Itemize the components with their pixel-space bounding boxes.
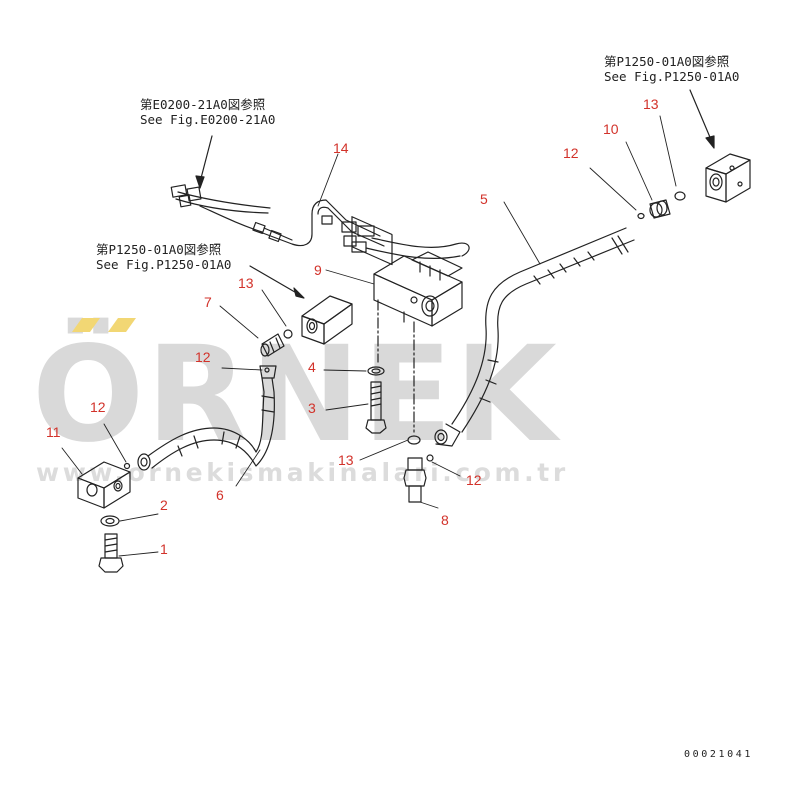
flange-block-right — [705, 153, 751, 203]
watermark-website: www.ornekismakinalari.com.tr — [36, 458, 569, 487]
adapter-7 — [260, 333, 285, 357]
callout-12-center: 12 — [195, 349, 211, 365]
hose-6 — [137, 365, 277, 471]
o-ring-12-left — [123, 462, 131, 470]
callout-10: 10 — [603, 121, 619, 137]
o-ring-12-right — [637, 212, 645, 220]
callout-12-right: 12 — [563, 145, 579, 161]
o-ring-12-small — [264, 367, 270, 373]
callout-4: 4 — [308, 359, 316, 375]
washer-2 — [100, 515, 120, 527]
reference-note-en: See Fig.E0200-21A0 — [140, 112, 276, 127]
reference-note-p1250-right: 第P1250-01A0図参照 See Fig.P1250-01A0 — [604, 54, 739, 84]
reference-note-e0200: 第E0200-21A0図参照 See Fig.E0200-21A0 — [140, 97, 275, 127]
callout-1: 1 — [160, 541, 168, 557]
flange-block-center — [301, 295, 353, 345]
callout-13-bottom: 13 — [338, 452, 354, 468]
callout-2: 2 — [160, 497, 168, 513]
drawing-number: 00021041 — [684, 749, 753, 760]
wiring-harness — [170, 184, 470, 260]
callout-11: 11 — [46, 424, 61, 440]
o-ring-12 — [426, 454, 434, 462]
fitting-8 — [403, 457, 427, 503]
callout-9: 9 — [314, 262, 322, 278]
callout-7: 7 — [204, 294, 212, 310]
reference-note-p1250-center: 第P1250-01A0図参照 See Fig.P1250-01A0 — [96, 242, 231, 272]
callout-12-bottom: 12 — [466, 472, 482, 488]
reference-note-en: See Fig.P1250-01A0 — [96, 257, 232, 272]
bolt-1 — [98, 533, 124, 573]
o-ring-13-center — [283, 329, 293, 339]
reference-note-en: See Fig.P1250-01A0 — [604, 69, 740, 84]
bolt-3 — [365, 381, 387, 434]
callout-13-center: 13 — [238, 275, 254, 291]
callout-14: 14 — [333, 140, 349, 156]
solenoid-valve — [351, 216, 463, 327]
callout-8: 8 — [441, 512, 449, 528]
reference-note-jp: 第P1250-01A0図参照 — [604, 54, 730, 69]
fitting-10 — [649, 199, 671, 219]
reference-arrow — [689, 89, 713, 143]
reference-note-jp: 第P1250-01A0図参照 — [96, 242, 222, 257]
callout-5: 5 — [480, 191, 488, 207]
washer-4 — [367, 366, 385, 376]
o-ring-13 — [407, 435, 421, 445]
o-ring-13-right — [674, 191, 686, 201]
reference-arrow — [249, 265, 301, 296]
callout-13-right: 13 — [643, 96, 659, 112]
leader-lines — [61, 115, 677, 557]
hose-5 — [434, 227, 635, 447]
reference-note-jp: 第E0200-21A0図参照 — [140, 97, 266, 112]
callout-6: 6 — [216, 487, 224, 503]
callout-12-left: 12 — [90, 399, 106, 415]
flange-block-11 — [77, 461, 131, 509]
reference-arrow — [199, 135, 213, 183]
callout-3: 3 — [308, 400, 316, 416]
